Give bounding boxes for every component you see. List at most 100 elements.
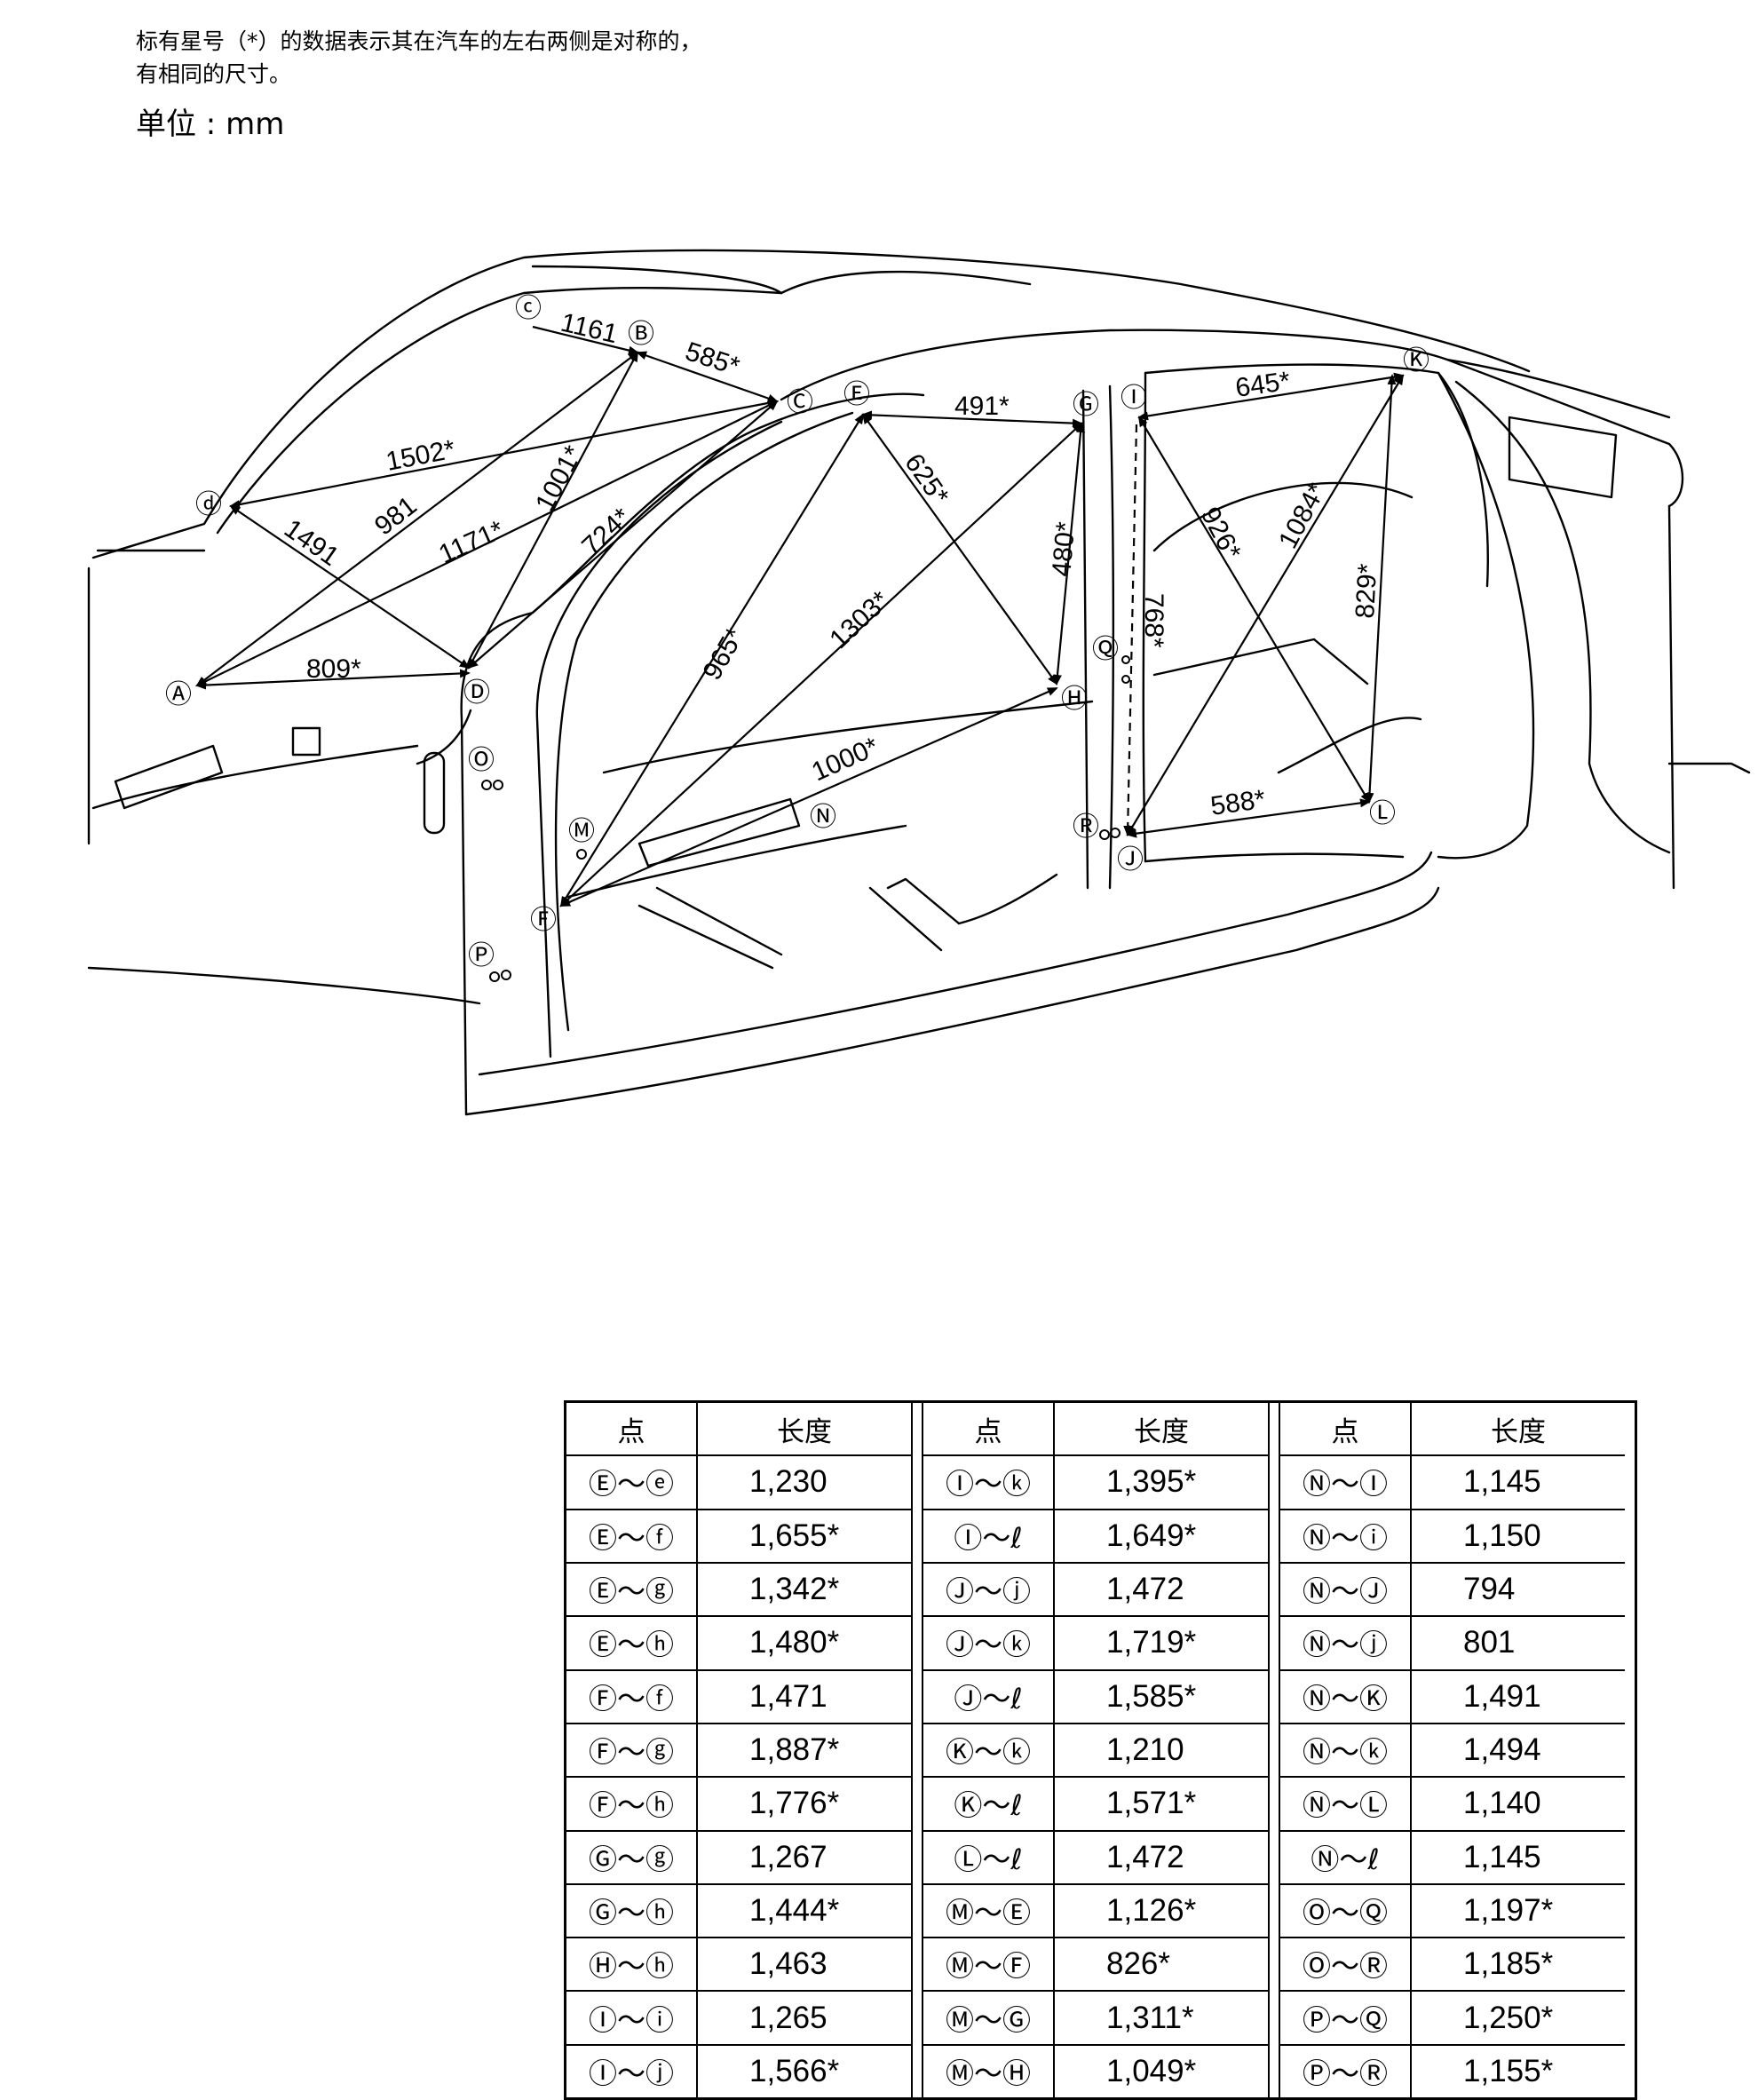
point-A-label: Ⓐ — [165, 680, 192, 709]
length-cell: 1,719* — [1106, 1625, 1197, 1660]
point-pair-cell: Ⓝ～ℓ — [1280, 1831, 1412, 1883]
table-row: Ⓝ～Ⓚ 1,491 — [1280, 1670, 1625, 1724]
dim-I-J: 768* — [1139, 593, 1168, 648]
header-point: 点 — [923, 1403, 1055, 1455]
point-pair-cell: Ⓔ～ⓔ — [566, 1456, 698, 1509]
symmetry-note: 标有星号（*）的数据表示其在汽车的左右两侧是对称的， 有相同的尺寸。 — [136, 25, 702, 91]
length-cell: 1,571* — [1106, 1786, 1197, 1821]
point-pair-cell: Ⓝ～ⓚ — [1280, 1724, 1412, 1777]
point-G-label: Ⓖ — [1073, 391, 1099, 420]
point-pair-cell: Ⓟ～Ⓠ — [1280, 1992, 1412, 2044]
header-length: 长度 — [1134, 1415, 1189, 1448]
point-L-label: Ⓛ — [1369, 799, 1396, 828]
length-cell: 1,140 — [1463, 1786, 1541, 1821]
point-pair-cell: Ⓙ～ℓ — [923, 1670, 1055, 1723]
dim-K-L: 829* — [1350, 563, 1382, 620]
table-row: Ⓘ～ℓ 1,649* — [923, 1510, 1268, 1564]
point-F-label: Ⓕ — [530, 906, 557, 935]
point-pair-cell: Ⓘ～ⓚ — [923, 1456, 1055, 1509]
point-pair-cell: Ⓜ～Ⓖ — [923, 1992, 1055, 2044]
point-pair-cell: Ⓙ～ⓚ — [923, 1617, 1055, 1669]
point-pair-cell: Ⓟ～Ⓡ — [1280, 2045, 1412, 2098]
point-pair-cell: Ⓚ～ⓚ — [923, 1724, 1055, 1777]
length-cell: 1,342* — [749, 1572, 840, 1607]
length-cell: 1,230 — [749, 1464, 828, 1500]
length-cell: 1,655* — [749, 1518, 840, 1553]
point-pair-cell: Ⓘ～ⓙ — [566, 2045, 698, 2098]
table-row: Ⓞ～Ⓠ 1,197* — [1280, 1884, 1625, 1939]
point-pair-cell: Ⓔ～ⓖ — [566, 1563, 698, 1616]
dim-B-D: 1001* — [530, 440, 589, 516]
length-cell: 1,472 — [1106, 1839, 1184, 1874]
dim-B-A: 981 — [369, 491, 423, 542]
point-C-label: Ⓒ — [787, 388, 813, 417]
length-cell: 1,649* — [1106, 1518, 1197, 1553]
point-pair-cell: Ⓙ～ⓙ — [923, 1563, 1055, 1616]
length-cell: 1,049* — [1106, 2053, 1197, 2088]
point-pair-cell: Ⓖ～ⓗ — [566, 1884, 698, 1938]
length-cell: 1,145 — [1463, 1464, 1541, 1500]
point-pair-cell: Ⓜ～Ⓗ — [923, 2045, 1055, 2098]
length-cell: 1,491 — [1463, 1678, 1541, 1714]
point-D-label: Ⓓ — [463, 678, 490, 708]
length-cell: 1,267 — [749, 1839, 828, 1874]
point-pair-cell: Ⓕ～ⓕ — [566, 1670, 698, 1723]
dim-B-C: 585* — [682, 337, 743, 382]
length-cell: 1,197* — [1463, 1892, 1554, 1928]
point-pair-cell: Ⓝ～Ⓘ — [1280, 1456, 1412, 1509]
header-length: 长度 — [1491, 1415, 1546, 1448]
length-cell: 801 — [1463, 1625, 1516, 1660]
dim-A-C: 1171* — [434, 515, 508, 569]
point-pair-cell: Ⓕ～ⓗ — [566, 1778, 698, 1830]
point-Q-label: Ⓠ — [1092, 635, 1119, 664]
point-pair-cell: Ⓜ～Ⓔ — [923, 1884, 1055, 1938]
table-divider — [911, 1403, 923, 2097]
table-row: Ⓝ～Ⓘ 1,145 — [1280, 1456, 1625, 1510]
dim-J-L: 588* — [1208, 785, 1267, 821]
length-cell: 1,471 — [749, 1678, 828, 1714]
point-pair-cell: Ⓞ～Ⓠ — [1280, 1884, 1412, 1938]
table-header-row: 点长度 — [566, 1403, 911, 1457]
length-cell: 1,395* — [1106, 1464, 1197, 1500]
point-pair-cell: Ⓝ～Ⓚ — [1280, 1670, 1412, 1723]
dim-I-K: 645* — [1233, 367, 1292, 403]
header-point: 点 — [566, 1403, 698, 1455]
table-row: Ⓔ～ⓔ 1,230 — [566, 1456, 911, 1510]
table-row: Ⓙ～ⓚ 1,719* — [923, 1617, 1268, 1671]
table-header-row: 点 长度 — [923, 1403, 1268, 1457]
point-J-label: Ⓙ — [1117, 845, 1144, 875]
point-R-label: Ⓡ — [1073, 812, 1099, 842]
point-pair-cell: Ⓘ～ℓ — [923, 1510, 1055, 1562]
unit-label: 单位 : mm — [136, 107, 285, 142]
point-E-label: Ⓔ — [843, 380, 870, 409]
dim-d-D: 1491 — [279, 514, 344, 572]
length-cell: 1,210 — [1106, 1732, 1184, 1768]
length-cell: 1,776* — [749, 1786, 840, 1821]
table-row: Ⓜ～Ⓗ 1,049* — [923, 2045, 1268, 2098]
point-pair-cell: Ⓚ～ℓ — [923, 1778, 1055, 1830]
table-row: Ⓕ～ⓕ 1,471 — [566, 1670, 911, 1724]
point-pair-cell: Ⓝ～ⓘ — [1280, 1510, 1412, 1562]
table-row: Ⓔ～ⓖ 1,342* — [566, 1563, 911, 1618]
point-labels: ⓒ Ⓑ Ⓒ ⓓ Ⓐ Ⓓ Ⓔ Ⓖ Ⓗ Ⓘ Ⓚ Ⓛ Ⓙ Ⓠ Ⓡ Ⓜ Ⓝ Ⓕ Ⓞ Ⓟ — [165, 294, 1429, 971]
point-pair-cell: Ⓘ～ⓘ — [566, 1992, 698, 2044]
length-cell: 1,185* — [1463, 1946, 1554, 1982]
point-pair-cell: Ⓗ～ⓗ — [566, 1938, 698, 1991]
